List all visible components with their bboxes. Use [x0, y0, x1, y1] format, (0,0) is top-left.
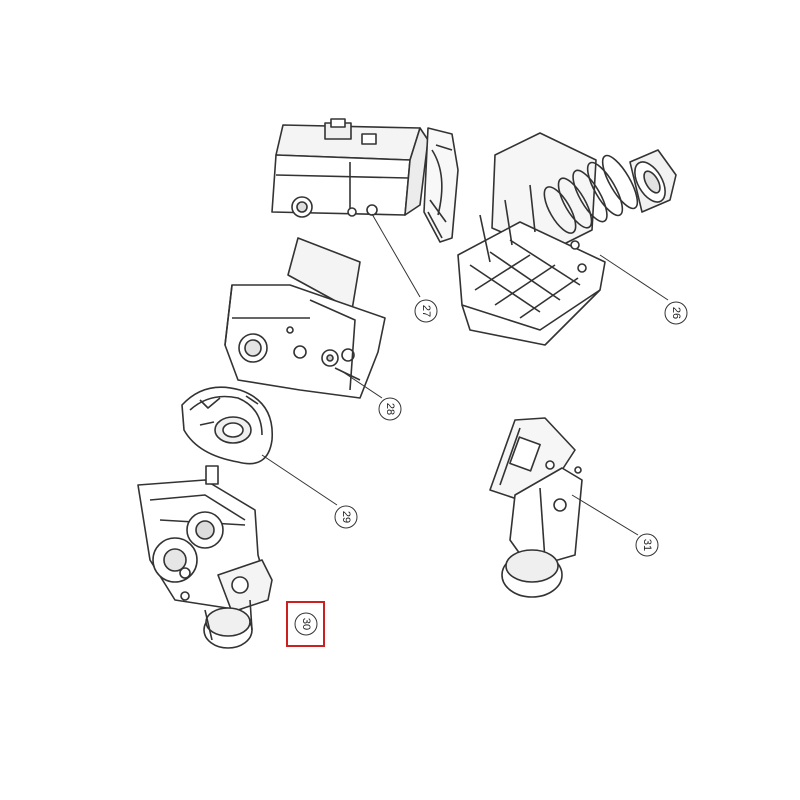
- part-27-housing[interactable]: [272, 119, 458, 242]
- callout-label: 26: [670, 307, 682, 319]
- callout-circle: [635, 533, 659, 557]
- leader-line-27: [371, 213, 421, 298]
- part-29-cover-plate[interactable]: [182, 387, 272, 464]
- leader-line-29: [261, 454, 338, 506]
- leader-line-28: [339, 369, 383, 399]
- callout-circle: [414, 299, 438, 323]
- leader-line-31: [571, 494, 639, 536]
- callout-28[interactable]: 28: [378, 397, 402, 421]
- callout-label: 27: [420, 305, 432, 317]
- callout-label: 29: [340, 511, 352, 523]
- callout-30[interactable]: 30: [286, 601, 325, 647]
- callout-circle: [378, 397, 402, 421]
- part-28-gear-housing[interactable]: [225, 238, 385, 398]
- callout-circle: [334, 505, 358, 529]
- part-31-actuator[interactable]: [490, 418, 582, 597]
- highlight-box: [286, 601, 325, 647]
- callout-26[interactable]: 26: [664, 301, 688, 325]
- leader-lines: [261, 213, 669, 536]
- callout-label: 28: [384, 403, 396, 415]
- callout-label: 31: [641, 539, 653, 551]
- callout-label: 30: [300, 618, 312, 630]
- part-30-motor-assembly[interactable]: [138, 466, 272, 648]
- callout-31[interactable]: 31: [635, 533, 659, 557]
- callout-circle: [294, 612, 318, 636]
- part-26-bracket-assembly[interactable]: [458, 133, 676, 345]
- callout-29[interactable]: 29: [334, 505, 358, 529]
- leader-line-26: [599, 254, 669, 301]
- callout-27[interactable]: 27: [414, 299, 438, 323]
- callout-circle: [664, 301, 688, 325]
